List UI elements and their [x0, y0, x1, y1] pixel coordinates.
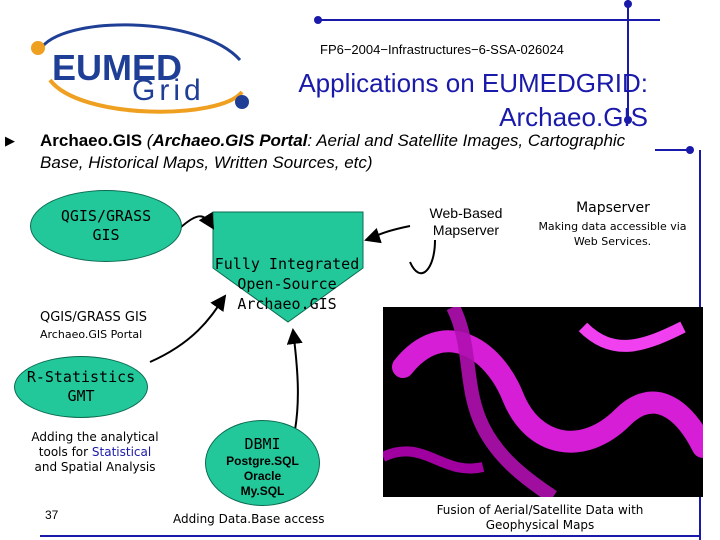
svg-text:EUMED: EUMED: [52, 47, 182, 88]
center-shape: [212, 211, 364, 323]
bullet-rest: : Aerial and Satellite Images, Cartograp…: [40, 131, 626, 172]
qgis-grass-label-2: QGIS/GRASS GIS: [40, 310, 148, 325]
web-based-label: Web-Based Mapserver: [429, 205, 503, 238]
slide-number: 37: [45, 508, 59, 522]
bullet-paren: (: [142, 131, 153, 150]
r-statistics-ellipse: R-Statistics GMT: [14, 356, 148, 418]
center-label: Fully Integrated Open-Source Archaeo.GIS: [214, 255, 360, 313]
adding-db-label: Adding Data.Base access: [173, 512, 325, 526]
making-data-label: Making data accessible via Web Services.: [538, 220, 687, 248]
project-code: FP6−2004−Infrastructures−6-SSA-026024: [320, 42, 564, 57]
qgis-grass-label: QGIS/GRASS GIS: [60, 207, 152, 244]
ribbon-graphic: [383, 307, 703, 497]
bullet-lead: Archaeo.GIS: [40, 131, 143, 150]
eumedgrid-logo: EUMED Grid: [31, 23, 249, 114]
adding-tools-2: Statistical: [91, 445, 152, 459]
arrow-dbmi: [286, 328, 303, 431]
mapserver-label: Mapserver: [576, 200, 650, 216]
r-statistics-label: R-Statistics GMT: [26, 368, 136, 405]
adding-tools-3: and Spatial Analysis: [34, 460, 156, 474]
arrow-qgis: [179, 211, 215, 230]
bullet-arrow-icon: ▶: [5, 133, 15, 148]
protein-ribbon-image: [383, 307, 703, 497]
db-postgresql: Postgre.SQL: [226, 454, 299, 468]
db-oracle: Oracle: [243, 469, 282, 483]
qgis-grass-ellipse: QGIS/GRASS GIS: [30, 190, 182, 262]
page-title: Applications on EUMEDGRID: Archaeo.GIS: [298, 66, 648, 134]
portal-label: Archaeo.GIS Portal: [40, 328, 143, 341]
title-line-2: Archaeo.GIS: [499, 102, 648, 132]
header-dot: [314, 16, 322, 24]
adding-tools-1: Adding the analytical tools for: [31, 430, 159, 459]
arrow-web-curve: [409, 239, 436, 275]
arrow-rstat: [149, 294, 227, 363]
fusion-label: Fusion of Aerial/Satellite Data with Geo…: [436, 503, 644, 532]
dbmi-label: DBMI: [244, 435, 281, 453]
db-mysql: My.SQL: [240, 484, 285, 498]
arrow-webbased: [364, 225, 411, 244]
dbmi-ellipse: DBMI Postgre.SQL Oracle My.SQL: [205, 420, 320, 506]
bullet-text: Archaeo.GIS (Archaeo.GIS Portal: Aerial …: [40, 130, 640, 174]
bullet-portal: Archaeo.GIS Portal: [152, 131, 308, 150]
title-line-1: Applications on EUMEDGRID:: [298, 68, 648, 98]
svg-text:Grid: Grid: [132, 74, 205, 107]
adding-tools-label: Adding the analytical tools for Statisti…: [30, 430, 160, 475]
